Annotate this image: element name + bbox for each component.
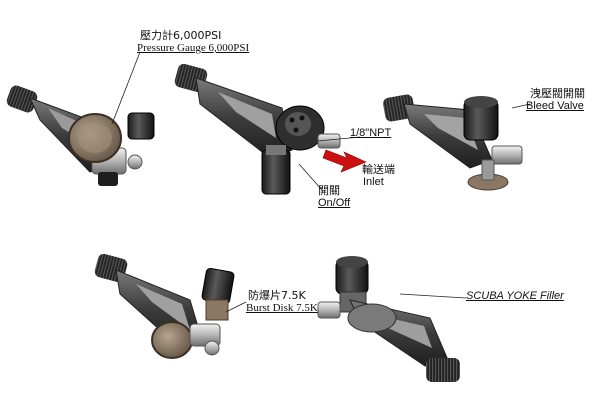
npt-label: 1/8"NPT xyxy=(350,127,392,139)
pressure-gauge-label-zh: 壓力計6,000PSI xyxy=(140,29,222,42)
onoff-leader-line xyxy=(298,163,323,191)
onoff-label-zh: 開關 xyxy=(318,184,340,197)
burst-leader-line xyxy=(225,301,247,313)
inlet-label-en: Inlet xyxy=(363,176,384,188)
burst-disk-label-zh: 防爆片7.5K xyxy=(248,289,306,302)
scuba-yoke-label: SCUBA YOKE Filler xyxy=(466,290,564,302)
valve-pressure-gauge xyxy=(6,85,155,186)
valve-main-center xyxy=(174,63,341,195)
valve-burst-disk xyxy=(94,253,235,359)
pressure-gauge-label-en: Pressure Gauge 6,000PSI xyxy=(137,42,250,54)
npt-leader-line xyxy=(317,136,361,142)
bleed-leader-line xyxy=(511,103,531,109)
gauge-leader-line xyxy=(111,51,141,125)
inlet-label-zh: 輸送端 xyxy=(362,163,395,176)
burst-disk-label-en: Burst Disk 7.5K xyxy=(246,302,318,314)
bleed-valve-label-zh: 洩壓閥開關 xyxy=(530,87,585,100)
onoff-label-en: On/Off xyxy=(318,197,351,209)
inlet-arrow xyxy=(322,149,367,173)
valve-bleed xyxy=(383,94,523,191)
scuba-leader-line xyxy=(399,293,467,299)
bleed-valve-label-en: Bleed Valve xyxy=(526,100,584,112)
valve-scuba-yoke xyxy=(317,256,460,382)
